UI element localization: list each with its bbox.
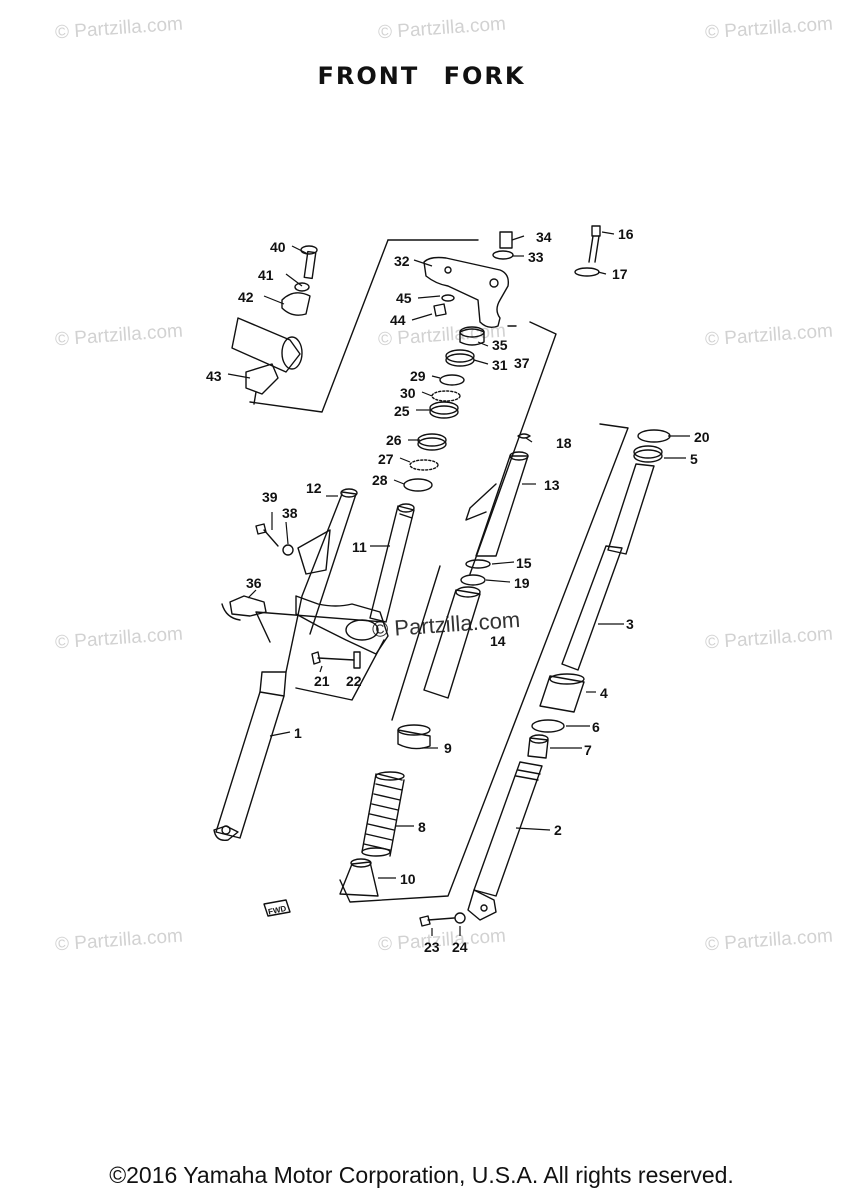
callout-4: 4 — [600, 685, 608, 701]
callout-45: 45 — [396, 290, 412, 306]
callout-44: 44 — [390, 312, 406, 328]
callout-23: 23 — [424, 939, 440, 955]
callout-17: 17 — [612, 266, 628, 282]
callout-16: 16 — [618, 226, 634, 242]
callout-36: 36 — [246, 575, 262, 591]
callout-37: 37 — [514, 355, 530, 371]
callout-22: 22 — [346, 673, 362, 689]
callout-26: 26 — [386, 432, 402, 448]
callout-25: 25 — [394, 403, 410, 419]
callout-5: 5 — [690, 451, 698, 467]
callout-30: 30 — [400, 385, 416, 401]
callout-18: 18 — [556, 435, 572, 451]
outer-lower-leg — [467, 761, 543, 921]
copyright-footer: ©2016 Yamaha Motor Corporation, U.S.A. A… — [109, 1162, 734, 1188]
callout-38: 38 — [282, 505, 298, 521]
callout-33: 33 — [528, 249, 544, 265]
callout-11: 11 — [352, 539, 367, 555]
callout-29: 29 — [410, 368, 426, 384]
callout-13: 13 — [544, 477, 560, 493]
callout-28: 28 — [372, 472, 388, 488]
callout-6: 6 — [592, 719, 600, 735]
callout-2: 2 — [554, 822, 562, 838]
fork-spring — [361, 771, 405, 857]
upper-bracket-assembly — [423, 231, 517, 329]
callout-24: 24 — [452, 939, 468, 955]
callout-8: 8 — [418, 819, 426, 835]
callout-10: 10 — [400, 871, 416, 887]
fork-sleeve — [423, 586, 481, 699]
callout-35: 35 — [492, 337, 508, 353]
callout-31: 31 — [492, 357, 508, 373]
callout-1: 1 — [294, 725, 302, 741]
upper-outer-tube — [465, 451, 529, 557]
handlebar-clamp-assembly — [231, 239, 479, 413]
callout-34: 34 — [536, 229, 552, 245]
callout-12: 12 — [306, 480, 322, 496]
bolt-and-washer-right — [574, 225, 601, 277]
callout-21: 21 — [314, 673, 330, 689]
fwd-mark: FWD — [267, 904, 287, 917]
inner-fork-tube — [561, 463, 655, 671]
callout-14: 14 — [490, 633, 506, 649]
callout-9: 9 — [444, 740, 452, 756]
callout-27: 27 — [378, 451, 394, 467]
callout-3: 3 — [626, 616, 634, 632]
callout-43: 43 — [206, 368, 222, 384]
callout-40: 40 — [270, 239, 286, 255]
callout-20: 20 — [694, 429, 710, 445]
callout-7: 7 — [584, 742, 592, 758]
callout-19: 19 — [514, 575, 530, 591]
callout-42: 42 — [238, 289, 254, 305]
callout-15: 15 — [516, 555, 532, 571]
steering-stem-tube — [369, 503, 415, 623]
callout-39: 39 — [262, 489, 278, 505]
title: FRONT FORK — [317, 62, 526, 90]
bearing-stack — [403, 326, 485, 492]
callout-41: 41 — [258, 267, 274, 283]
callout-32: 32 — [394, 253, 410, 269]
left-fork-leg-assembly — [213, 488, 389, 841]
